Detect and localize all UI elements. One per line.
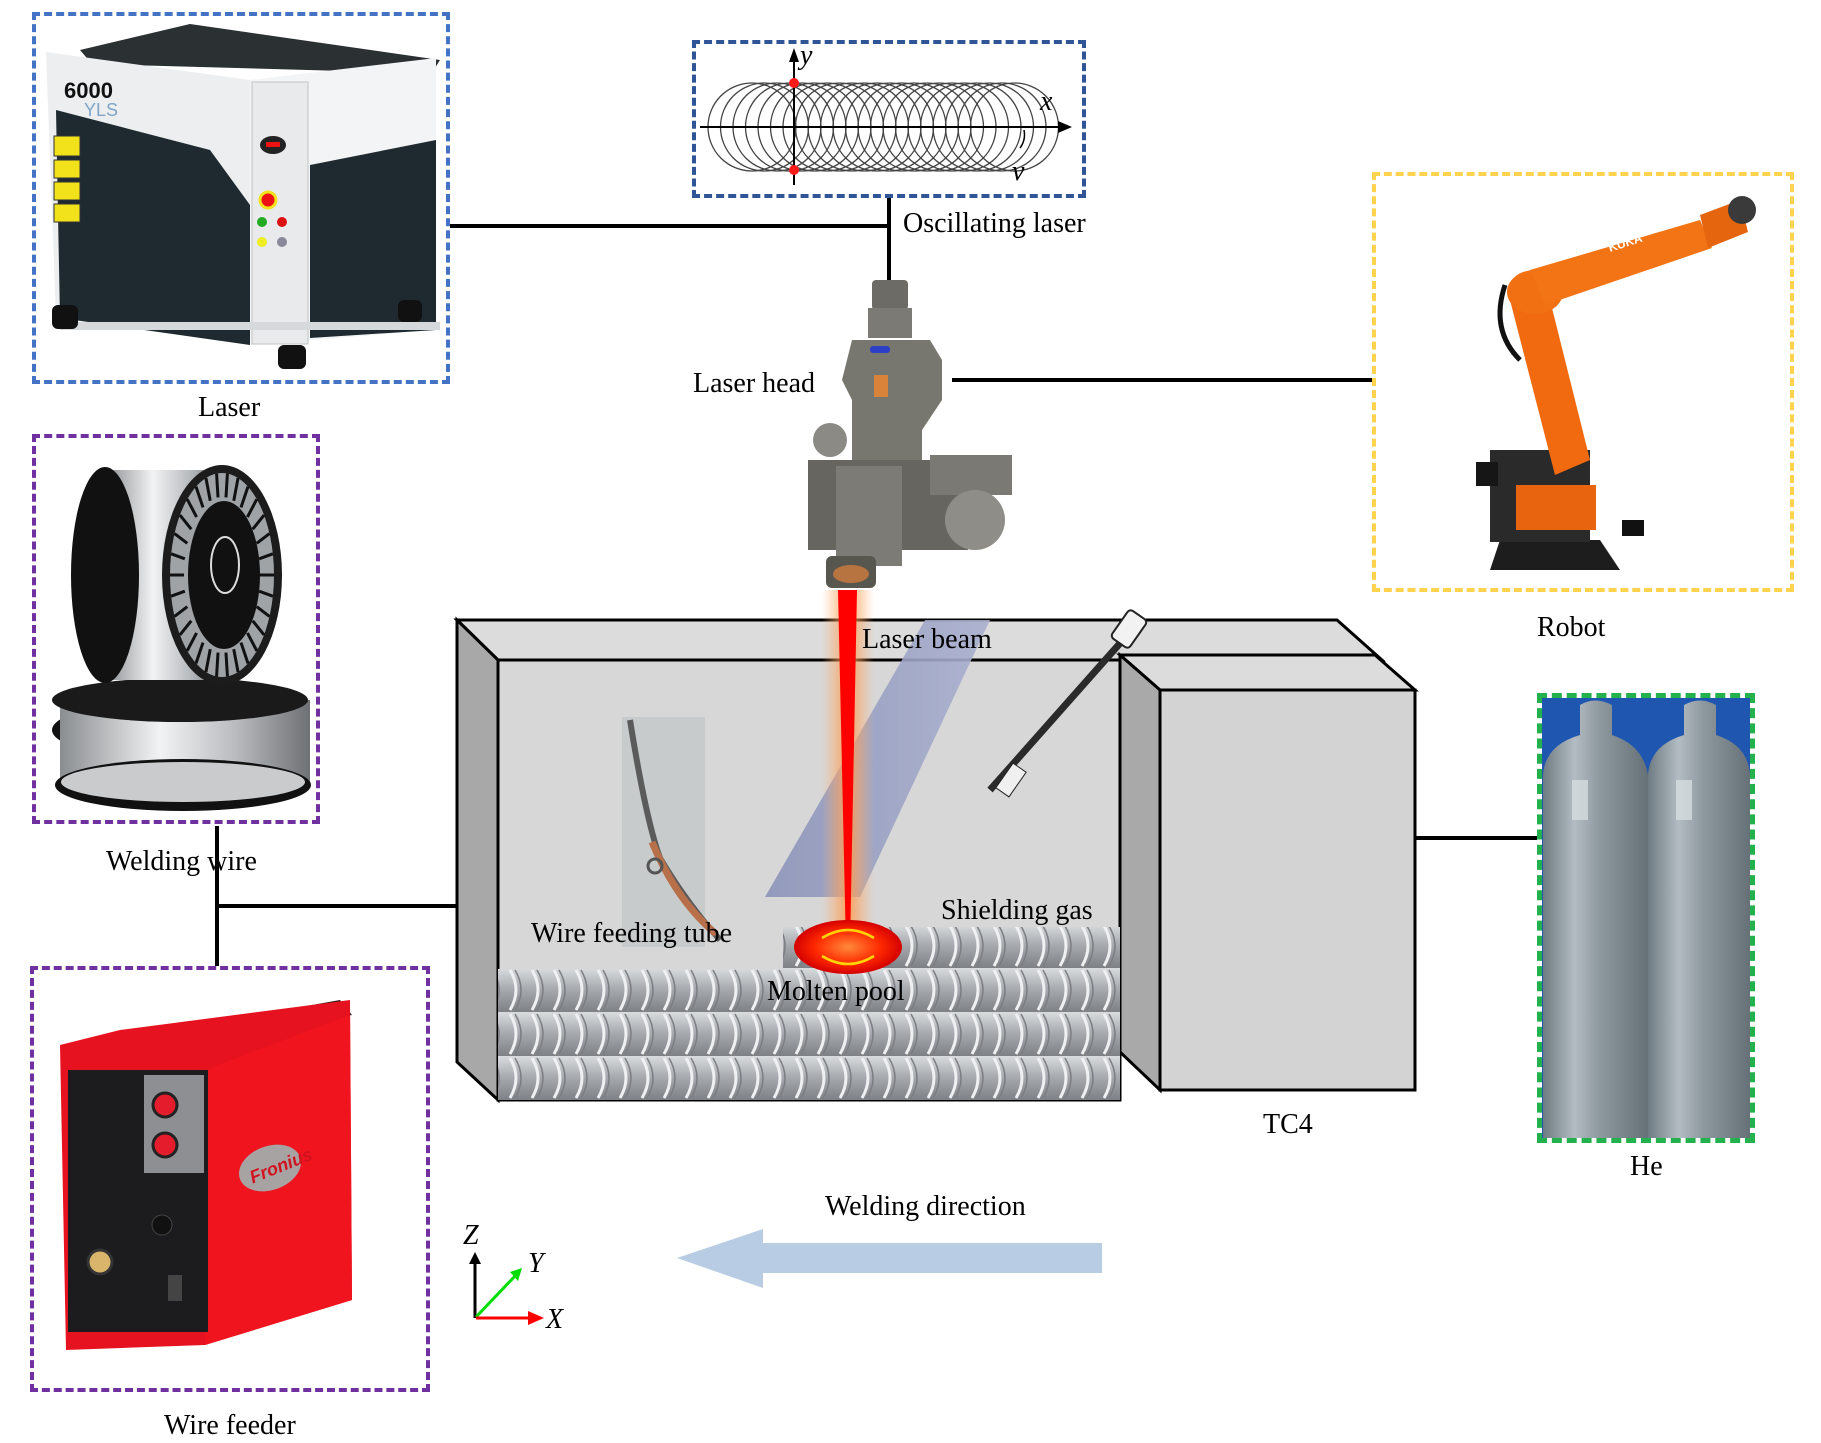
spool-spoke: [178, 619, 193, 636]
osc-y-arrowhead: [789, 48, 799, 62]
wire-feeder-frame: [30, 966, 430, 1392]
wire-feeding-tube-label: Wire feeding tube: [531, 918, 733, 949]
molten-pool: [794, 920, 902, 974]
robot-illustration: KUKA: [1476, 196, 1756, 570]
spool-spoke: [204, 477, 212, 502]
osc-rotation-arrow: [1019, 129, 1026, 149]
osc-x-axis-label: x: [1040, 86, 1053, 117]
shielding-gas-label: Shielding gas: [941, 895, 1093, 926]
spool-spoke: [194, 642, 205, 664]
spool-spoke: [239, 642, 250, 664]
laser-beam: [838, 590, 857, 947]
spool-spoke: [173, 605, 189, 618]
spool-spoke: [185, 498, 198, 518]
helium-cylinders-illustration: [1542, 698, 1750, 1138]
spool-spoke: [185, 632, 198, 652]
spool-spoke: [251, 619, 266, 636]
pool-flow-arrow-top: [821, 928, 875, 940]
spool-spoke: [246, 632, 259, 652]
axis-triad: [469, 1252, 544, 1325]
substrate-top-face: [1116, 653, 1419, 692]
substrate-side-face: [1118, 651, 1162, 1094]
axis-x-label: X: [546, 1304, 564, 1335]
laser-head-illustration: [808, 280, 1012, 588]
osc-y-axis-label: y: [800, 40, 813, 71]
spool-spoke: [204, 648, 212, 673]
welding-direction-arrow: [677, 1229, 1102, 1288]
spool-spoke: [251, 514, 266, 531]
spool-spoke: [232, 648, 240, 673]
substrate-label: TC4: [1263, 1109, 1313, 1140]
spool-spoke: [239, 486, 250, 508]
oscillation-pattern: [700, 48, 1072, 185]
wire-feeder-illustration: Fronius: [60, 1000, 352, 1350]
laser-frame: [32, 12, 450, 384]
spool-spoke: [258, 589, 274, 598]
axis-x-arrowhead: [528, 1311, 544, 1325]
oscillation-frame: [692, 40, 1086, 198]
spool-spoke: [194, 486, 205, 508]
laser-label: Laser: [198, 392, 261, 423]
axis-y-label: Y: [528, 1248, 544, 1279]
bead-layer-1: [498, 1056, 1120, 1100]
molten-pool-label: Molten pool: [767, 976, 905, 1007]
spool-spoke: [224, 652, 229, 677]
spool-spoke: [170, 589, 186, 598]
spool-spoke: [258, 552, 274, 561]
substrate-front-face: [1158, 688, 1417, 1092]
helium-label: He: [1630, 1151, 1663, 1182]
spool-spoke: [215, 473, 220, 498]
spool-spoke: [255, 532, 271, 545]
spool-spoke: [173, 532, 189, 545]
oscillating-laser-label: Oscillating laser: [903, 208, 1086, 239]
axis-y-line: [474, 1273, 518, 1319]
bead-layer-2: [498, 1012, 1120, 1056]
helium-frame: [1537, 693, 1755, 1143]
laser-model-number: 6000: [64, 78, 113, 103]
spool-spoke: [224, 473, 229, 498]
spool-spoke: [170, 552, 186, 561]
laser-source-illustration: [46, 24, 440, 369]
bead-layer-3: [498, 969, 1120, 1012]
laser-beam-label: Laser beam: [862, 624, 992, 655]
laser-model-sub: YLS: [84, 100, 118, 120]
robot-frame: [1372, 172, 1794, 592]
axis-y-arrowhead: [510, 1268, 522, 1281]
spool-spoke: [178, 514, 193, 531]
wire-feeder-label: Wire feeder: [164, 1410, 296, 1441]
osc-velocity-label: v: [1012, 156, 1025, 187]
welding-wire-illustration: [52, 465, 311, 811]
workpiece: [453, 590, 1419, 1104]
osc-start-point-top: [789, 78, 799, 88]
welding-wire-frame: [32, 434, 320, 824]
robot-label: Robot: [1537, 612, 1606, 643]
pool-flow-arrow-bottom: [821, 954, 875, 966]
osc-x-arrowhead: [1058, 121, 1072, 133]
axis-z-label: Z: [463, 1220, 479, 1251]
welding-direction-label: Welding direction: [825, 1191, 1026, 1222]
deposit-left-face: [455, 616, 500, 1104]
spool-spoke: [232, 477, 240, 502]
spool-spoke: [246, 498, 259, 518]
axis-z-arrowhead: [469, 1252, 481, 1264]
laser-head-label: Laser head: [693, 368, 816, 399]
spool-spoke: [255, 605, 271, 618]
welding-wire-label: Welding wire: [106, 846, 257, 877]
spool-spoke: [215, 652, 220, 677]
osc-start-point-bottom: [789, 165, 799, 175]
shielding-gas-nozzle: [765, 620, 990, 897]
